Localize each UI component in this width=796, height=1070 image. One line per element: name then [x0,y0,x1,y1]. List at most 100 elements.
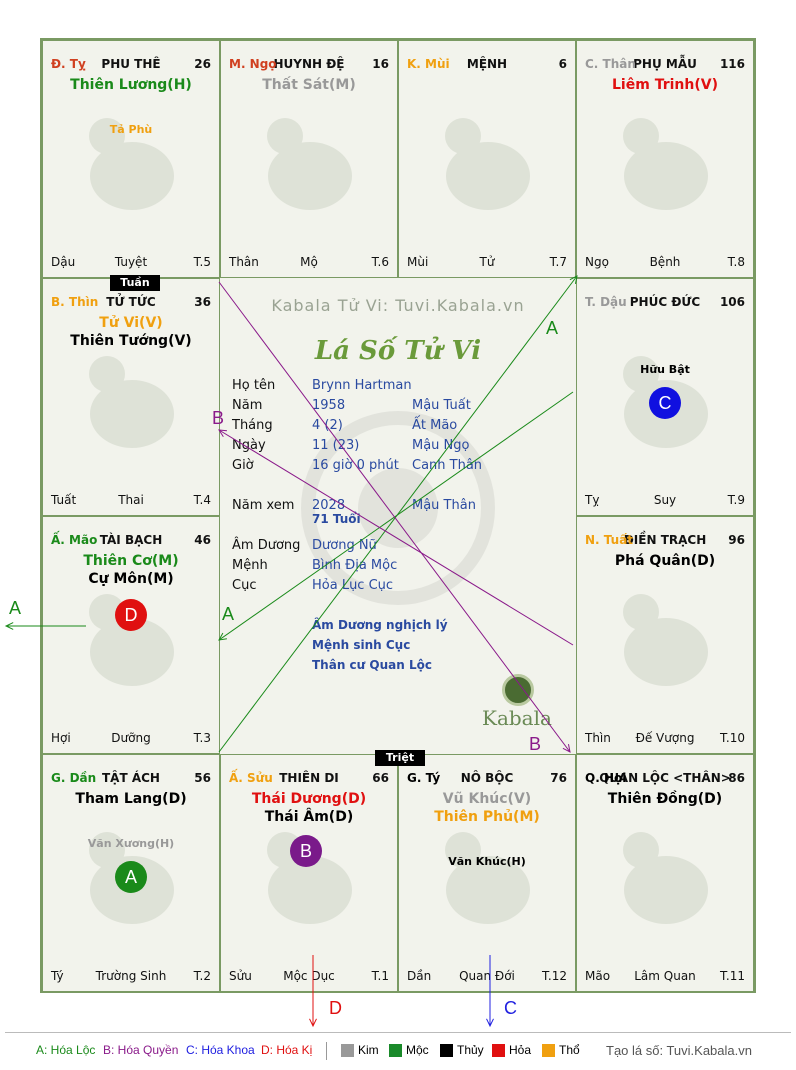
palace-limit: T.12 [542,969,567,983]
palace-can: G. Tý [407,771,441,785]
palace-name: TỬ TỨC [106,295,156,309]
palace-branch: Tý [51,969,64,983]
zodiac-silhouette-icon [89,118,174,210]
hoa-loc-label-3: A [9,598,21,618]
major-star: Thất Sát(M) [262,77,356,93]
palace-stage: Mộ [300,255,318,269]
palace-stage: Tuyệt [114,255,148,269]
center-note: Mệnh sinh Cục [312,638,411,652]
info-label: Mệnh [232,558,268,573]
info-value: 11 (23) [312,438,360,453]
palace-footer: Suy Tỵ T.9 [585,493,745,507]
hoa-khoa-label: C [504,998,517,1018]
kabala-logo-icon [502,674,534,706]
palace-limit: T.8 [727,255,745,269]
palace-can: M. Ngọ [229,57,277,71]
badge-b: B [290,835,322,867]
palace-can: Ấ. Sửu [229,771,273,785]
palace-name: NÔ BỘC [460,771,514,785]
major-star: Vũ Khúc(V) [442,791,532,807]
palace-name: HUYNH ĐỆ [273,57,345,71]
legend-hoa-khoa: C: Hóa Khoa [186,1043,255,1057]
zodiac-silhouette-icon [89,356,174,448]
info-value: 2028 [312,498,346,513]
palace-branch: Hợi [51,731,71,745]
palace-number: 76 [550,771,567,785]
palace-limit: T.9 [727,493,745,507]
palace-name: THIÊN DI [279,771,339,785]
zodiac-silhouette-icon [445,832,530,924]
palace-limit: T.7 [549,255,567,269]
palace-stage: Suy [653,493,677,507]
palace-number: 96 [728,533,745,547]
palace-branch: Tỵ [585,493,600,507]
palace-can: K. Mùi [407,57,450,71]
info-label: Tháng [232,418,273,433]
site-credit[interactable]: Tạo lá số: Tuvi.Kabala.vn [606,1043,752,1058]
hoa-loc-arrow-outer-head [4,622,14,630]
legend-separator [326,1042,327,1060]
info-label: Họ tên [232,378,276,393]
legend-tho: Thổ [559,1043,580,1057]
palace-name: ĐIỀN TRẠCH [623,533,707,547]
major-star: Thiên Lương(H) [70,77,192,93]
legend-hoa-quyen: B: Hóa Quyền [103,1043,179,1057]
palace-stage: Thai [118,493,144,507]
palace-name: TẬT ÁCH [102,771,160,785]
legend-hoa-ki: D: Hóa Kị [261,1043,313,1057]
palace-can: B. Thìn [51,295,99,309]
palace-number: 66 [372,771,389,785]
major-star: Thiên Cơ(M) [83,553,179,569]
info-label: Ngày [232,438,266,453]
palace-limit: T.1 [371,969,389,983]
palace-limit: T.3 [193,731,211,745]
legend-kim: Kim [358,1043,379,1057]
badge-d: D [115,599,147,631]
info-label: Cục [232,578,257,593]
palace-name: PHU THÊ [101,57,161,71]
palace-name: PHỤ MẪU [633,57,697,71]
major-star: Phá Quân(D) [614,553,716,569]
info-value-can-chi: Mậu Thân [412,498,476,513]
legend-hoa-loc: A: Hóa Lộc [36,1043,96,1057]
zodiac-silhouette-icon [445,118,530,210]
swatch-hoa [492,1044,505,1057]
major-star: Thái Âm(D) [264,809,354,825]
hoa-ki-arrow-head [309,1018,317,1028]
info-value: Brynn Hartman [312,378,412,393]
info-value: 4 (2) [312,418,343,433]
palace-can: Ấ. Mão [51,533,98,547]
watermark-text: Kabala Tử Vi: Tuvi.Kabala.vn [271,296,525,315]
palace-branch: Thìn [585,731,611,745]
minor-star: Văn Khúc(H) [448,855,526,868]
palace-limit: T.10 [720,731,745,745]
info-value-can-chi: Mậu Ngọ [412,438,470,453]
zodiac-silhouette-icon [623,594,708,686]
palace-branch: Tuất [51,493,77,507]
major-star: Thiên Tướng(V) [70,333,192,349]
